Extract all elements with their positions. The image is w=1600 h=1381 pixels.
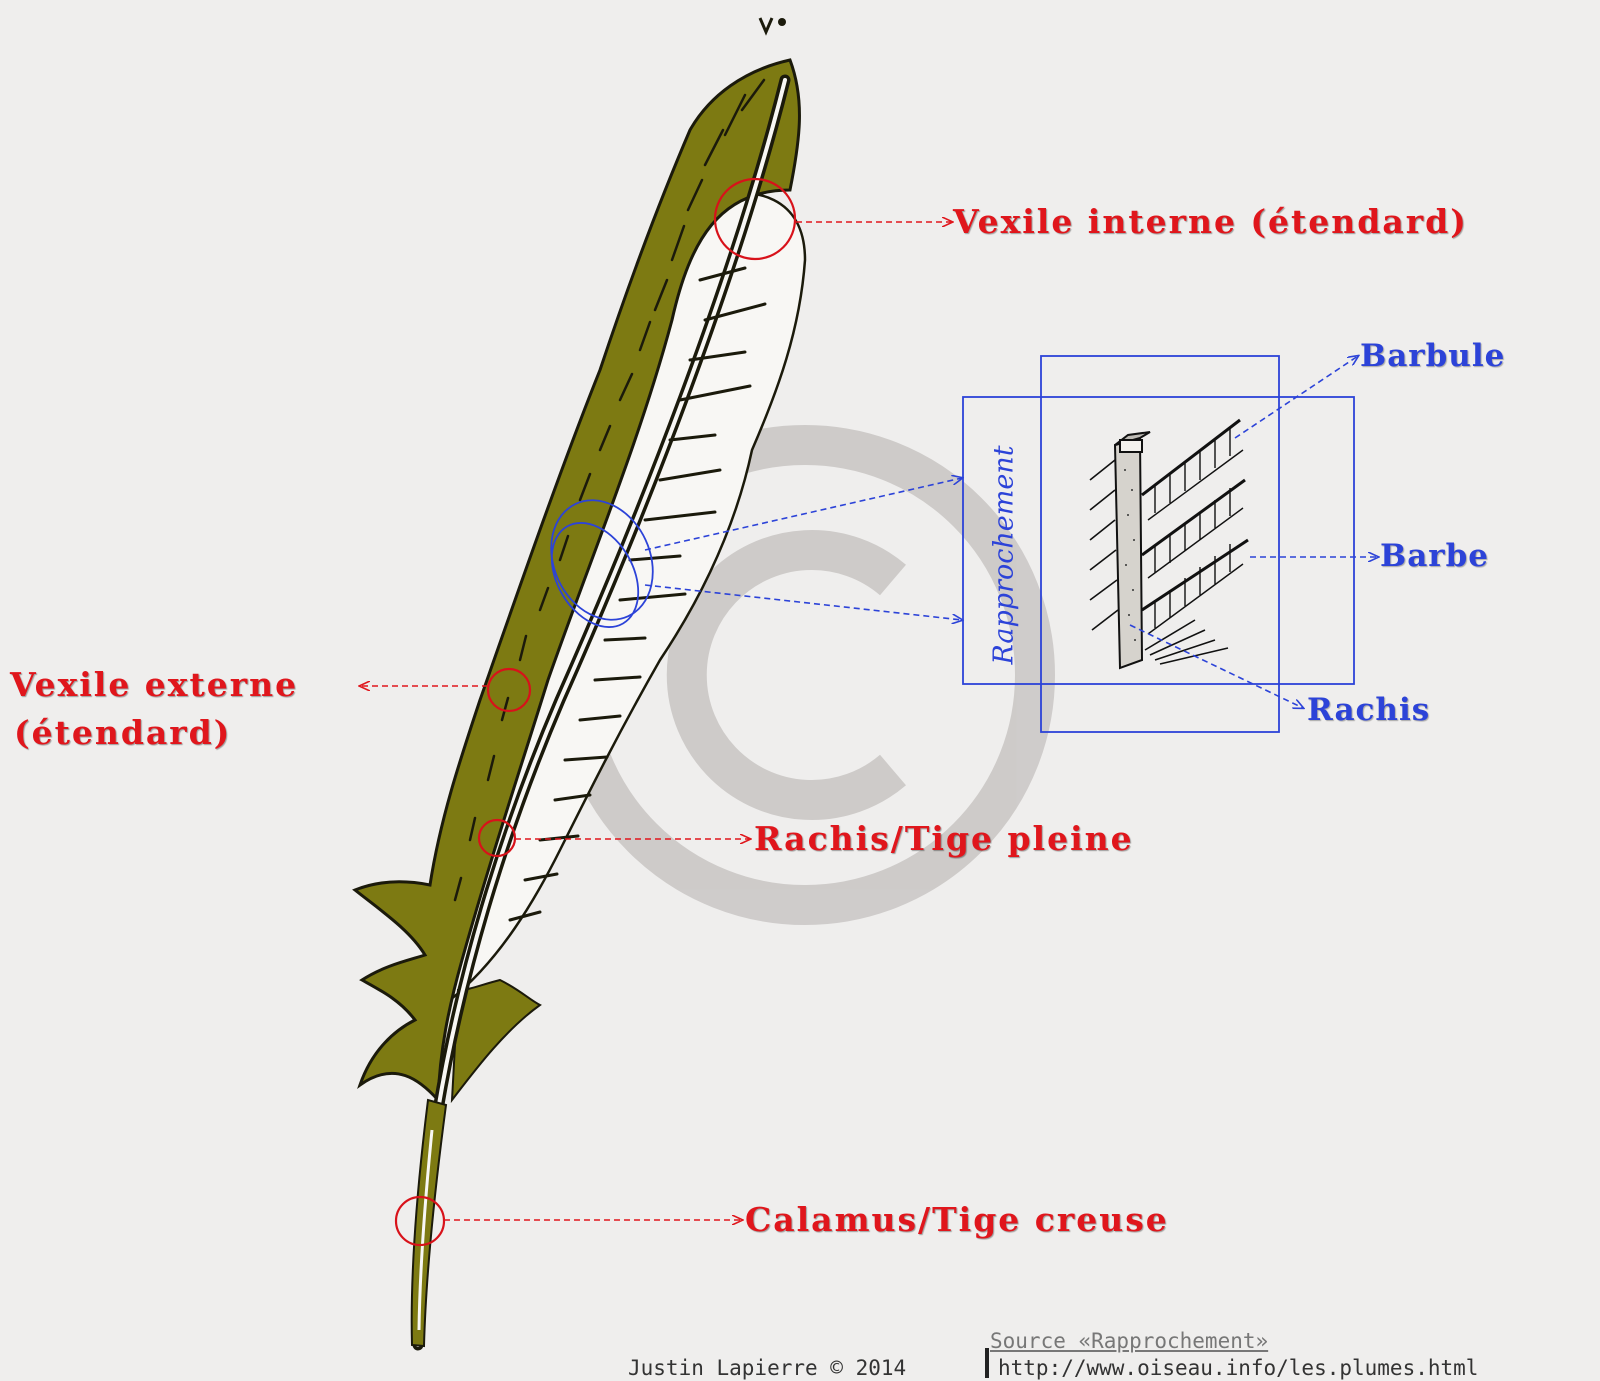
- label-vexile-interne: Vexile interne (étendard): [953, 202, 1468, 241]
- footer-source-url[interactable]: http://www.oiseau.info/les.plumes.html: [998, 1356, 1479, 1380]
- marker-calamus: [394, 1195, 446, 1247]
- label-rachis: Rachis: [1307, 692, 1431, 728]
- zoom-arrow-top: [644, 478, 962, 551]
- zoom-frames: [962, 355, 1355, 733]
- zoom-frame-outer: [962, 396, 1355, 685]
- feather-illustration: [352, 17, 807, 1351]
- footer-author: Justin Lapierre © 2014: [628, 1356, 907, 1380]
- footer-source-title: Source «Rapprochement»: [990, 1329, 1269, 1353]
- arrow-barbule: [1234, 356, 1358, 439]
- label-rapprochement: Rapprochement: [988, 445, 1020, 665]
- marker-vexile-externe: [486, 667, 532, 713]
- red-markers: [394, 177, 797, 1247]
- arrow-rachis-detail: [1129, 624, 1303, 708]
- label-vexile-externe-sub: (étendard): [14, 713, 232, 752]
- label-calamus-tige-creuse: Calamus/Tige creuse: [745, 1200, 1169, 1239]
- label-barbe: Barbe: [1380, 538, 1490, 574]
- marker-rachis-tige-pleine: [477, 818, 517, 858]
- zoom-frame-inner: [1040, 355, 1280, 733]
- label-barbule: Barbule: [1360, 338, 1506, 374]
- barb-closeup-illustration: [1089, 418, 1249, 670]
- footer-divider: [985, 1348, 989, 1378]
- zoom-source-circles: [550, 499, 654, 628]
- label-rachis-tige-pleine: Rachis/Tige pleine: [754, 819, 1134, 858]
- label-vexile-externe: Vexile externe: [10, 665, 299, 704]
- marker-vexile-interne: [713, 177, 797, 261]
- zoom-arrow-bottom: [644, 584, 962, 620]
